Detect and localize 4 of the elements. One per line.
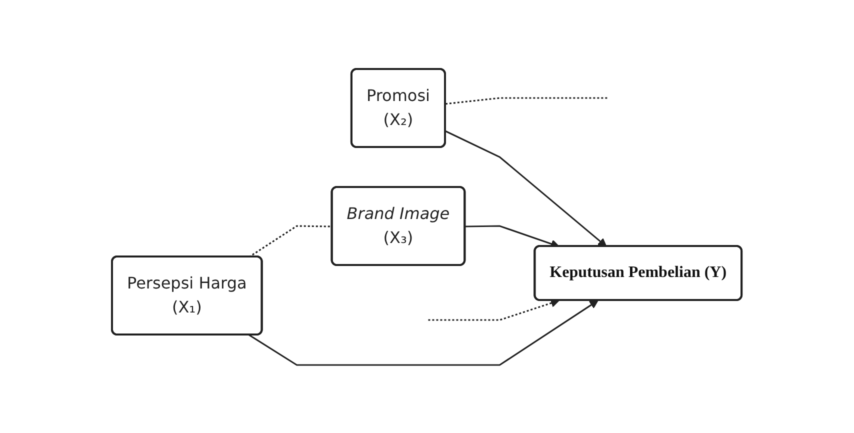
arrow xyxy=(445,130,607,246)
arrow xyxy=(248,300,599,366)
arrow xyxy=(428,298,560,320)
connector xyxy=(446,96,608,104)
